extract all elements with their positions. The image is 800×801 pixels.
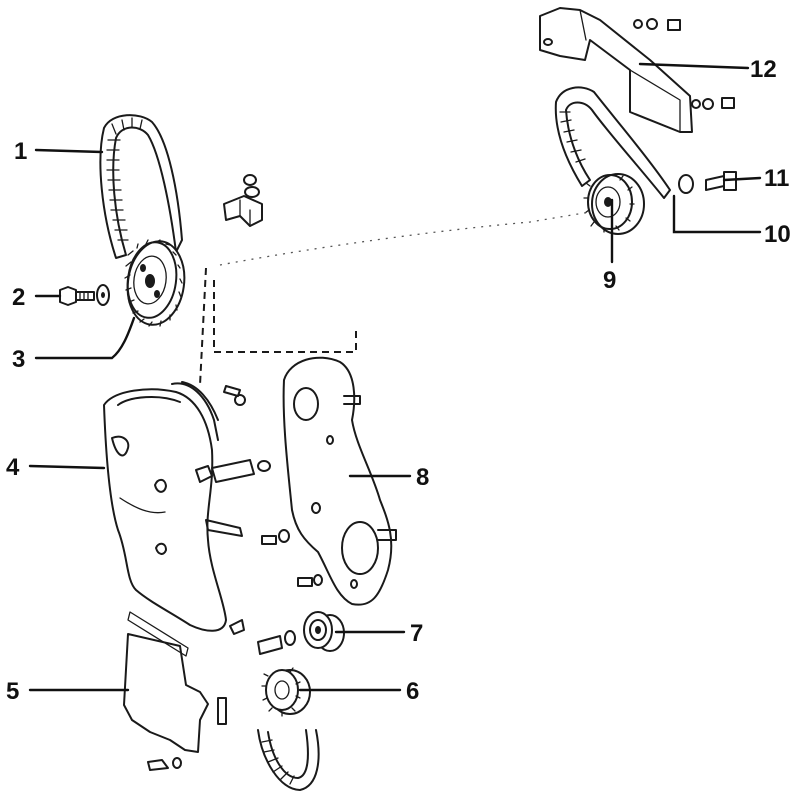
part-bolt-and-washer-right — [678, 171, 737, 194]
part-lower-timing-cover — [123, 611, 227, 771]
part-small-bracket — [223, 174, 263, 227]
part-timing-belt-left — [99, 114, 183, 259]
callout-1: 1 — [14, 138, 27, 165]
part-bolt-and-washer — [59, 284, 110, 306]
callout-7: 7 — [410, 620, 423, 647]
callout-numbers: 1 2 3 4 5 6 7 8 9 10 11 12 — [6, 56, 791, 705]
callout-5: 5 — [6, 678, 19, 705]
callout-6: 6 — [406, 678, 419, 705]
callout-8: 8 — [416, 464, 429, 491]
part-timing-belt-right — [554, 86, 671, 199]
part-crank-sprocket — [261, 667, 311, 717]
part-rear-timing-cover — [103, 381, 243, 632]
callout-10: 10 — [764, 221, 791, 248]
part-front-plate — [282, 356, 397, 606]
part-right-sprocket — [583, 173, 645, 235]
assembly-line-dashed — [213, 280, 357, 353]
callout-9: 9 — [603, 267, 616, 294]
callout-12: 12 — [750, 56, 777, 83]
callout-3: 3 — [12, 346, 25, 373]
leader-lines — [28, 62, 762, 692]
callout-4: 4 — [6, 454, 20, 481]
part-right-bracket — [539, 7, 735, 133]
part-tensioner-pulley — [257, 611, 345, 655]
assembly-line-dotted — [219, 211, 591, 266]
part-timing-belt-lower — [257, 729, 320, 791]
callout-11: 11 — [764, 165, 789, 192]
assembly-line-dashed-short — [199, 267, 207, 386]
part-tensioner-spindle — [195, 385, 323, 635]
part-camshaft-sprocket — [124, 239, 186, 327]
callout-2: 2 — [12, 284, 25, 311]
